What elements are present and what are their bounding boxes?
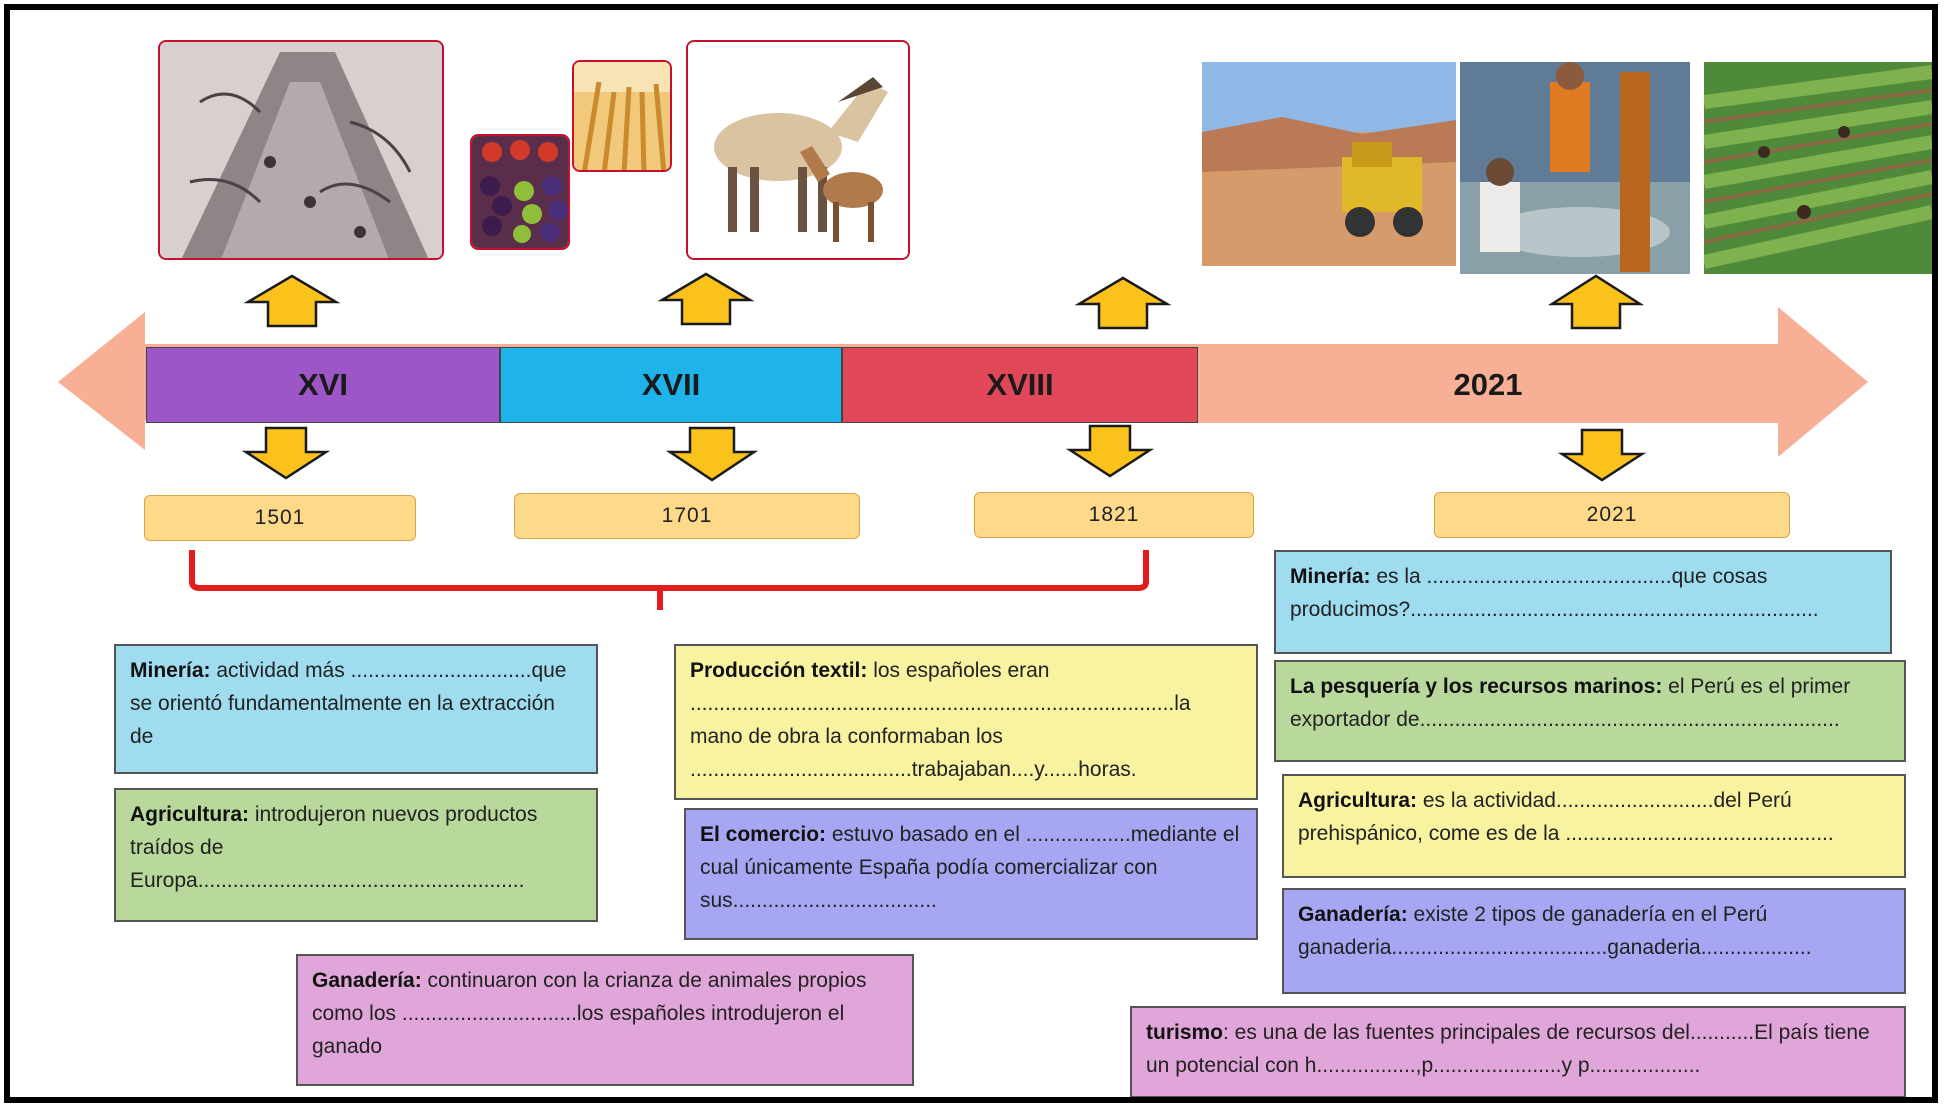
segment-label: XVI — [298, 367, 348, 402]
card-colonial-mineria: Minería: actividad más .................… — [114, 644, 598, 774]
colonial-mine-engraving-image — [158, 40, 444, 260]
card-text: : es una de las fuentes principales de r… — [1146, 1021, 1870, 1077]
card-title: La pesquería y los recursos marinos: — [1290, 675, 1663, 698]
card-actual-ganaderia: Ganadería: existe 2 tipos de ganadería e… — [1282, 888, 1906, 994]
date-2021: 2021 — [1434, 492, 1790, 538]
date-label: 2021 — [1586, 503, 1638, 526]
fruits-grapes-icon — [472, 136, 568, 248]
date-1821: 1821 — [974, 492, 1254, 538]
agriculture-field-icon — [1704, 62, 1932, 274]
segment-label: XVII — [641, 367, 701, 402]
card-colonial-comercio: El comercio: estuvo basado en el .......… — [684, 808, 1258, 940]
card-title: El comercio: — [700, 823, 827, 846]
card-text: es la actividad.........................… — [1298, 789, 1834, 845]
card-title: turismo — [1146, 1021, 1224, 1044]
card-colonial-ganaderia: Ganadería: continuaron con la crianza de… — [296, 954, 914, 1086]
card-colonial-agricultura: Agricultura: introdujeron nuevos product… — [114, 788, 598, 922]
card-text: introdujeron nuevos productos traídos de… — [130, 803, 538, 892]
card-text: existe 2 tipos de ganadería en el Perú g… — [1298, 903, 1812, 959]
card-text: el Perú es el primer exportador de......… — [1290, 675, 1851, 731]
date-1501: 1501 — [144, 495, 416, 541]
fruits-image — [470, 134, 570, 250]
mining-truck-icon — [1202, 62, 1456, 266]
card-actual-agricultura: Agricultura: es la actividad............… — [1282, 774, 1906, 878]
date-1701: 1701 — [514, 493, 860, 539]
date-label: 1701 — [661, 504, 713, 527]
card-title: Ganadería: — [312, 969, 422, 992]
segment-2021: 2021 — [1198, 347, 1778, 423]
card-text: continuaron con la crianza de animales p… — [312, 969, 867, 1058]
wheat-field-icon — [574, 62, 670, 170]
card-text: estuvo basado en el ..................me… — [700, 823, 1240, 912]
card-text: actividad más ..........................… — [130, 659, 567, 748]
colonial-mine-engraving-icon — [160, 42, 442, 258]
card-actual-turismo: turismo: es una de las fuentes principal… — [1130, 1006, 1906, 1097]
card-colonial-textil: Producción textil: los españoles eran ..… — [674, 644, 1258, 800]
card-title: Minería: — [1290, 565, 1371, 588]
mining-truck-image — [1202, 62, 1456, 266]
date-label: 1821 — [1088, 503, 1140, 526]
timeline-frame: XVI XVII XVIII 2021 1501 1701 1821 2021 — [4, 4, 1938, 1103]
card-title: Agricultura: — [1298, 789, 1418, 812]
card-title: Ganadería: — [1298, 903, 1408, 926]
segment-label: XVIII — [986, 367, 1054, 402]
segment-xvii: XVII — [500, 347, 842, 423]
card-text: los españoles eran .....................… — [690, 659, 1191, 781]
segment-label: 2021 — [1453, 367, 1523, 402]
card-title: Minería: — [130, 659, 211, 682]
agriculture-image — [1704, 62, 1932, 274]
card-title: Agricultura: — [130, 803, 250, 826]
wheat-image — [572, 60, 672, 172]
card-text: es la ..................................… — [1290, 565, 1819, 621]
segment-xviii: XVIII — [842, 347, 1198, 423]
horses-image — [686, 40, 910, 260]
card-actual-pesqueria: La pesquería y los recursos marinos: el … — [1274, 660, 1906, 762]
card-title: Producción textil: — [690, 659, 868, 682]
card-actual-mineria: Minería: es la .........................… — [1274, 550, 1892, 654]
segment-xvi: XVI — [146, 347, 500, 423]
fishermen-image — [1460, 62, 1690, 274]
horses-icon — [688, 42, 908, 258]
fishermen-icon — [1460, 62, 1690, 274]
date-label: 1501 — [254, 506, 306, 529]
